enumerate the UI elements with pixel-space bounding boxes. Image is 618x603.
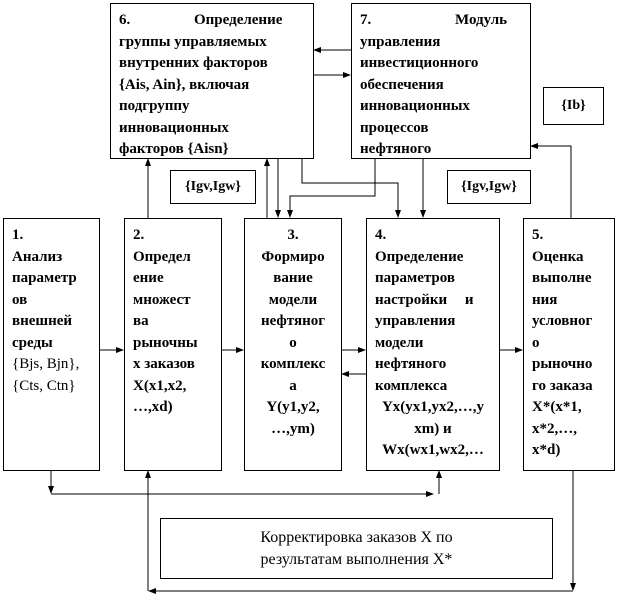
box3-line: а (289, 377, 297, 394)
box5-line: x*d) (532, 442, 561, 458)
box5-line: x*2,…, (532, 420, 577, 437)
box2-line: X(x1,x2, (133, 377, 187, 394)
box6-line: группы управляемых (119, 33, 267, 50)
box-5-order-evaluation: 5. Оценка выполне ния условног о рыночно… (523, 218, 615, 471)
box-2-market-orders: 2. Определ ение множест ва рыночны х зак… (124, 218, 222, 471)
arrow-5-to-7 (530, 143, 572, 218)
box7-line: 7. Модуль (360, 12, 508, 28)
box4-line: Yx(yx1,yx2,…,y (381, 399, 485, 415)
box5-line: рыночно (532, 356, 593, 372)
box3-line: комплекс (260, 356, 326, 372)
arrow-7-to-3 (287, 158, 376, 218)
box2-line: …,xd) (133, 399, 173, 415)
box-1-environment-analysis: 1. Анализ параметр ов внешней среды {Bjs… (3, 218, 100, 471)
box5-line: го заказа (532, 377, 593, 394)
box-order-correction: Корректировка заказов X по результатам в… (160, 518, 553, 579)
box7-line: обеспечения (360, 76, 444, 93)
box1-line: Анализ (12, 248, 63, 265)
box1-line: ов (12, 291, 28, 308)
box1-line: среды (12, 334, 53, 351)
box5-line: X*(x*1, (532, 399, 582, 415)
box4-line: комплекса (375, 377, 448, 394)
box2-line: множест (133, 291, 191, 308)
box-3-model-formation: 3. Формиро вание модели нефтяног о компл… (244, 218, 342, 471)
box3-line: вание (273, 270, 313, 286)
box6-line: внутренних факторов (119, 55, 268, 71)
box5-line: о (532, 334, 540, 351)
box4-line: управления (375, 313, 456, 329)
box-4-tuning-parameters: 4. Определение параметров настройки и уп… (366, 218, 500, 471)
box4-line: xm) и (414, 420, 452, 437)
label-igv-right: {Igv,Igw} (447, 170, 531, 204)
box2-line: х заказов (133, 356, 195, 372)
box7-line: инновационных (360, 98, 470, 114)
box4-line: нефтяного (375, 356, 447, 372)
box2-line: Определ (133, 248, 191, 265)
box5-line: ния (532, 291, 558, 308)
box3-line: нефтяног (260, 313, 326, 329)
box3-line: Y(y1,y2, (266, 399, 320, 415)
box4-line: Wx(wx1,wx2,… (382, 442, 484, 458)
box1-line: {Cts, Ctn} (12, 377, 76, 394)
box3-line: Формиро (261, 248, 325, 265)
box4-line: параметров (375, 270, 455, 286)
box1-line: параметр (12, 270, 77, 286)
box6-line: инновационных (119, 119, 229, 136)
box5-line: Оценка (532, 248, 584, 265)
box2-line: рыночны (133, 334, 198, 351)
box5-line: условног (532, 313, 593, 329)
box6-line: {Ais, Ain}, включая (119, 76, 250, 93)
box3-line: о (289, 334, 297, 351)
label-ib: {Ib} (543, 87, 604, 125)
box-6-internal-factors: 6. Определение группы управляемых внутре… (110, 3, 314, 159)
box5-line: 5. (532, 227, 544, 243)
box4-line: Определение (375, 248, 464, 265)
box3-line: 3. (287, 227, 299, 243)
box3-line: …,ym) (271, 420, 315, 437)
box4-line: модели (375, 334, 424, 351)
box2-line: ение (133, 270, 164, 286)
box7-line: управления (360, 33, 441, 50)
box1-line: 1. (12, 227, 24, 243)
label-igv-left: {Igv,Igw} (170, 170, 256, 204)
box2-line: ва (133, 313, 149, 329)
box6-line: факторов {Aisn} (119, 141, 229, 157)
box6-line: подгруппу (119, 98, 190, 114)
box1-line: {Bjs, Bjn}, (12, 356, 80, 372)
box5-line: выполне (532, 270, 592, 286)
box7-line: нефтяного (360, 141, 432, 157)
box4-line: 4. (375, 227, 387, 243)
correction-line: Корректировка заказов X по (260, 529, 453, 546)
box4-line: настройки и (375, 291, 474, 308)
box1-line: внешней (12, 313, 73, 329)
box6-line: 6. Определение (119, 12, 283, 28)
box7-line: процессов (360, 119, 429, 136)
arrow-6-to-4 (301, 158, 401, 218)
box-7-investment-module: 7. Модуль управления инвестиционного обе… (351, 3, 531, 159)
correction-line: результатам выполнения X* (260, 550, 453, 568)
box2-line: 2. (133, 227, 145, 243)
box3-line: модели (268, 291, 318, 308)
box7-line: инвестиционного (360, 55, 479, 71)
